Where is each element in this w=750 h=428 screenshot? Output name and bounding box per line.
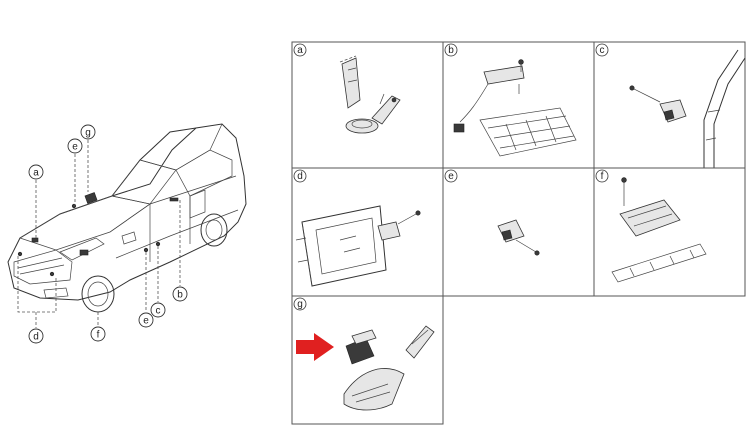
callout-a: a: [28, 164, 44, 180]
rain-sensor-illustration: [343, 325, 435, 411]
impact-sensor-bolt-illustration: [497, 219, 540, 256]
panel-b: b: [442, 41, 595, 169]
svg-text:g: g: [85, 128, 91, 139]
side-sensor-wiring-illustration: [453, 59, 577, 157]
car-illustration: [7, 123, 247, 313]
svg-text:d: d: [297, 171, 303, 182]
callout-d: d: [28, 328, 44, 344]
svg-text:d: d: [33, 332, 39, 343]
svg-text:b: b: [448, 45, 454, 56]
svg-text:a: a: [297, 45, 303, 56]
svg-text:a: a: [33, 168, 39, 179]
svg-text:f: f: [97, 330, 100, 341]
callout-e-top: e: [67, 138, 83, 154]
svg-text:g: g: [297, 299, 303, 310]
red-arrow-icon: [296, 333, 334, 361]
callout-e-bottom: e: [138, 312, 154, 328]
panel-g: g: [291, 295, 444, 425]
panel-d: d: [291, 167, 444, 297]
callout-f: f: [90, 326, 106, 342]
svg-text:e: e: [72, 142, 78, 153]
svg-text:c: c: [600, 45, 605, 56]
svg-text:e: e: [448, 171, 454, 182]
front-end-module-sensor-illustration: [295, 205, 421, 287]
svg-text:c: c: [156, 306, 161, 317]
panel-f: f: [593, 167, 746, 297]
panel-a: a: [291, 41, 444, 169]
front-impact-sensor-horn-illustration: [339, 55, 401, 134]
callout-g: g: [80, 124, 96, 140]
panel-c: c: [593, 41, 746, 169]
car-overview: a e g b c e f d: [7, 123, 247, 344]
callout-b: b: [172, 286, 188, 302]
svg-text:f: f: [601, 171, 604, 182]
panel-e: e: [442, 167, 595, 297]
airbag-control-module-illustration: [611, 177, 707, 283]
svg-text:b: b: [177, 290, 183, 301]
svg-text:e: e: [143, 316, 149, 327]
detail-grid: a b: [291, 41, 746, 425]
leader-lines: [17, 140, 181, 328]
pillar-sensor-illustration: [629, 49, 746, 168]
callout-c: c: [150, 302, 166, 318]
